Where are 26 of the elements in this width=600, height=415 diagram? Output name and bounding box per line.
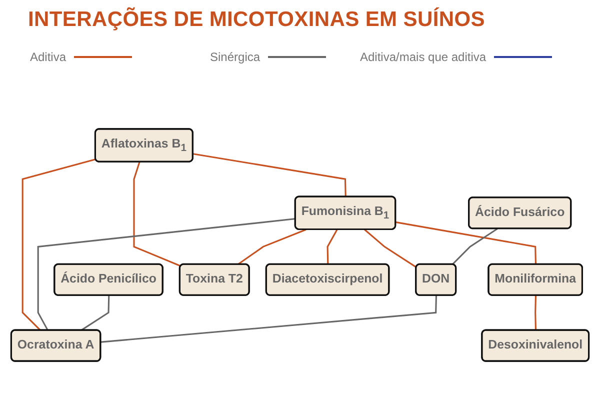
interaction-line	[100, 296, 437, 343]
toxin-node: DON	[415, 263, 457, 296]
legend-label: Sinérgica	[210, 50, 260, 64]
legend-label: Aditiva	[30, 50, 66, 64]
interaction-line	[237, 228, 306, 266]
interaction-line	[37, 218, 296, 331]
interaction-line	[396, 221, 537, 265]
toxin-node: Desoxinivalenol	[481, 329, 590, 362]
interaction-line	[22, 158, 96, 331]
toxin-node: Ácido Fusárico	[468, 196, 572, 230]
interaction-line	[364, 229, 417, 268]
interaction-line	[80, 296, 110, 332]
interaction-line	[192, 153, 346, 197]
interaction-line	[534, 296, 537, 330]
interaction-line	[133, 162, 182, 267]
toxin-node: Fumonisina B$_{1}$	[294, 196, 396, 230]
interaction-line	[326, 229, 338, 265]
toxin-node: Ocratoxina A	[10, 329, 102, 362]
toxin-node: Aflatoxinas B$_{1}$	[94, 128, 194, 162]
title: INTERAÇÕES DE MICOTOXINAS EM SUÍNOS	[28, 8, 485, 32]
toxin-node: Toxina T2	[178, 263, 250, 296]
toxin-node: Diacetoxiscirpenol	[265, 263, 390, 296]
toxin-node: Moniliformina	[488, 263, 583, 296]
toxin-node: Ácido Penicílico	[54, 263, 164, 296]
interaction-line	[452, 228, 498, 266]
legend-label: Aditiva/mais que aditiva	[360, 50, 486, 64]
